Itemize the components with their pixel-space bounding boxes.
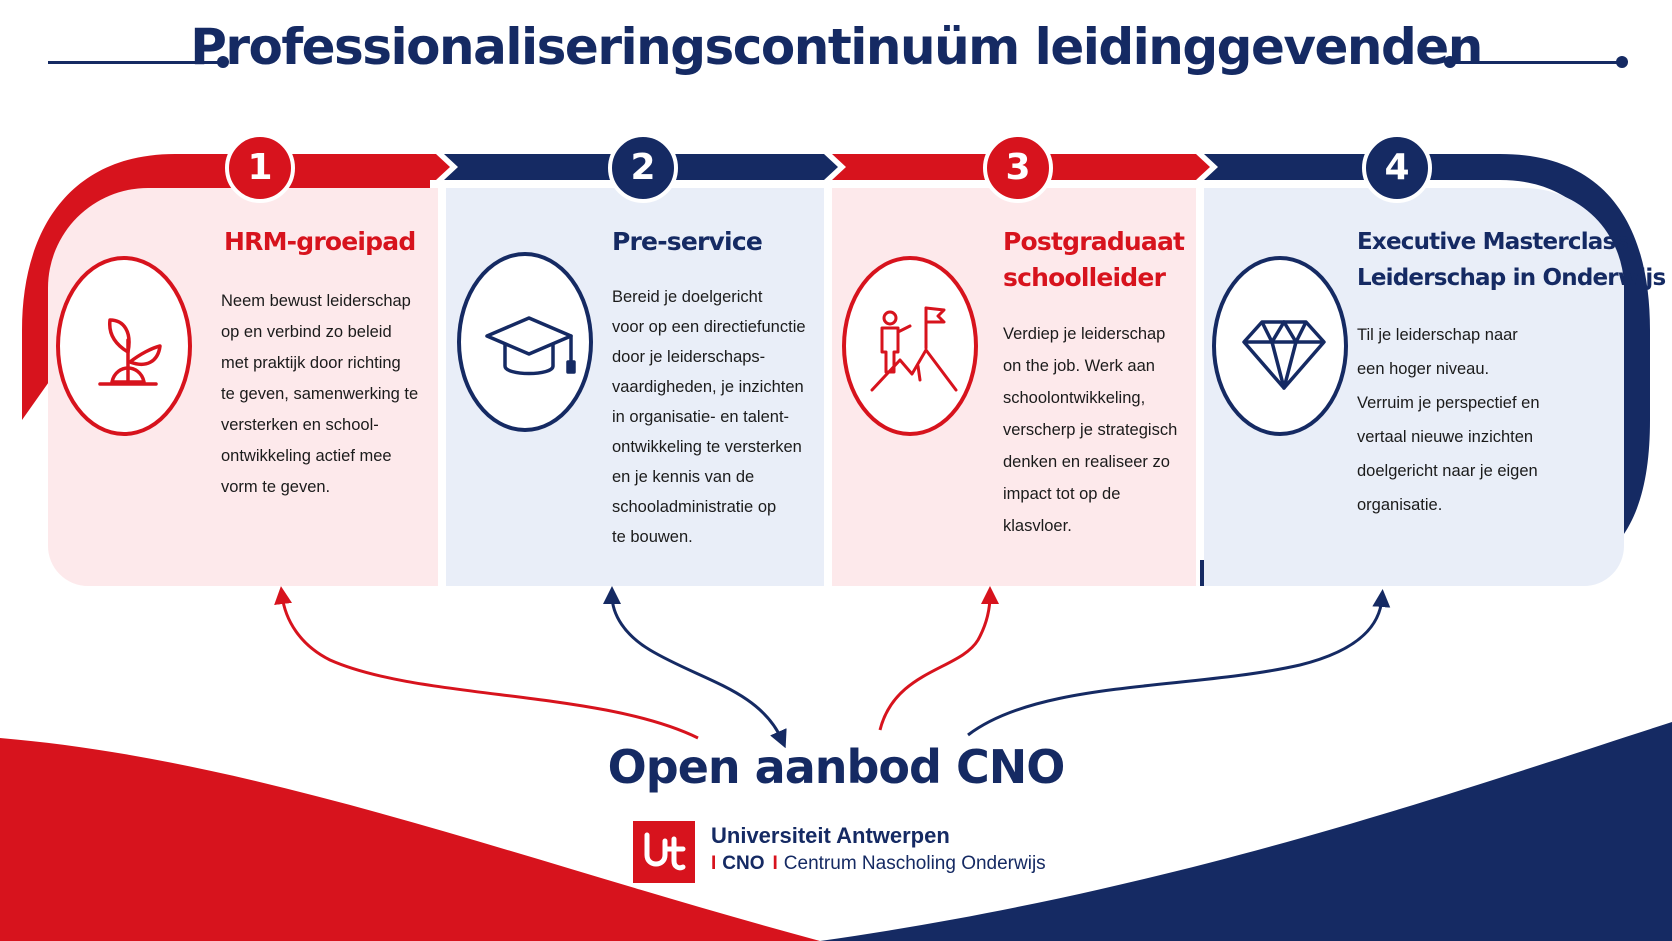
unit-full-name: Centrum Nascholing Onderwijs bbox=[783, 853, 1046, 874]
step-description-2: Bereid je doelgericht voor op een direct… bbox=[612, 288, 806, 546]
diamond-icon bbox=[1242, 320, 1326, 390]
unit-abbreviation: CNO bbox=[722, 853, 765, 874]
logo-separator-2: I bbox=[772, 853, 778, 874]
step-title-2: Pre-service bbox=[612, 227, 763, 256]
hub-label: Open aanbod CNO bbox=[607, 740, 1066, 794]
step-icon-circle-2 bbox=[457, 252, 593, 432]
arrow-to-step-2 bbox=[603, 586, 787, 749]
step-description-3: Verdiep je leiderschap on the job. Werk … bbox=[1003, 325, 1178, 535]
university-logo-mark bbox=[633, 821, 695, 883]
arrow-to-step-1 bbox=[274, 586, 699, 740]
step-title-4: Executive Masterclass Leiderschap in Ond… bbox=[1357, 229, 1666, 291]
bottom-wave-navy bbox=[820, 722, 1672, 941]
person-summit-flag-icon bbox=[870, 306, 958, 392]
arrow-to-step-3 bbox=[878, 586, 999, 731]
plant-sprout-icon bbox=[98, 318, 162, 386]
title-rule-left-dot bbox=[217, 56, 229, 68]
title-rule-left bbox=[48, 61, 223, 64]
step-title-3: Postgraduaat schoolleider bbox=[1003, 227, 1185, 292]
step-description-1: Neem bewust leiderschap op en verbind zo… bbox=[221, 292, 419, 496]
graduation-cap-icon bbox=[485, 316, 576, 376]
page-title: Professionaliseringscontinuüm leidinggev… bbox=[190, 18, 1483, 76]
ribbon-segment-1 bbox=[175, 154, 450, 180]
ribbon-segment-4 bbox=[1204, 154, 1500, 180]
arrow-to-step-4 bbox=[967, 589, 1391, 737]
title-rule-right bbox=[1450, 61, 1622, 64]
university-name: Universiteit Antwerpen bbox=[711, 823, 950, 848]
title-rule-right-end-dot bbox=[1616, 56, 1628, 68]
step-badge-3: 3 bbox=[983, 133, 1053, 203]
step-icon-circle-3 bbox=[842, 256, 978, 436]
step-title-1: HRM-groeipad bbox=[224, 227, 416, 256]
step-badge-1: 1 bbox=[225, 133, 295, 203]
step-description-4: Til je leiderschap naar een hoger niveau… bbox=[1357, 326, 1540, 514]
ua-logo-icon bbox=[644, 832, 686, 871]
logo-separator-1: I bbox=[711, 853, 717, 874]
step-icon-circle-4 bbox=[1212, 256, 1348, 436]
step-badge-2: 2 bbox=[608, 133, 678, 203]
step-badge-4: 4 bbox=[1362, 133, 1432, 203]
bottom-wave-red bbox=[0, 738, 820, 941]
step-icon-circle-1 bbox=[56, 256, 192, 436]
